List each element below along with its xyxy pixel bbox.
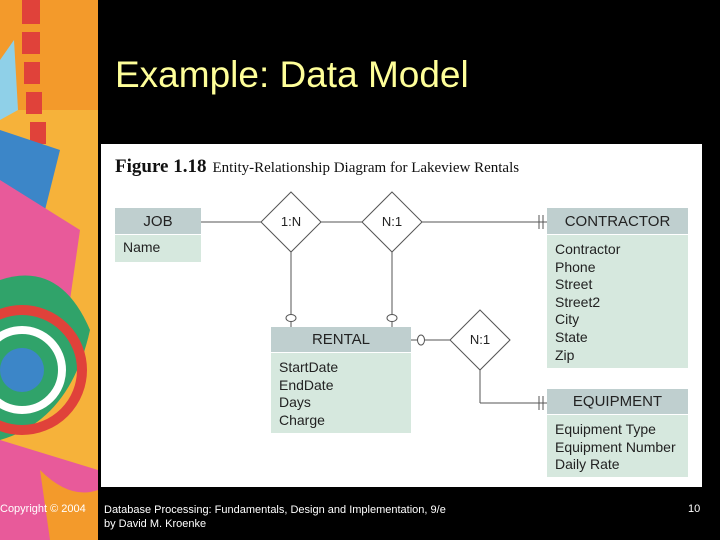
relationship-diamond-contractor-rental — [361, 191, 423, 253]
entity-rental-attributes: StartDate EndDate Days Charge — [271, 353, 411, 433]
entity-equipment: EQUIPMENT Equipment Type Equipment Numbe… — [547, 389, 688, 477]
entity-job: JOB Name — [115, 208, 201, 262]
entity-contractor-name: CONTRACTOR — [547, 208, 688, 235]
relationship-diamond-rental-equipment — [449, 309, 511, 371]
slide-title: Example: Data Model — [115, 54, 469, 95]
entity-attribute: Contractor — [555, 241, 621, 257]
entity-attribute: EndDate — [279, 376, 334, 393]
entity-equipment-name: EQUIPMENT — [547, 389, 688, 415]
entity-attribute: Zip — [555, 346, 575, 363]
er-diagram-figure: Figure 1.18 Entity-Relationship Diagram f… — [101, 144, 702, 487]
relationship-diamond-job-rental — [260, 191, 322, 253]
entity-rental: RENTAL StartDate EndDate Days Charge — [271, 327, 411, 433]
footer-book-credit: Database Processing: Fundamentals, Desig… — [104, 503, 446, 531]
entity-rental-name: RENTAL — [271, 327, 411, 353]
entity-contractor-attributes: Contractor Phone Street Street2 City Sta… — [547, 235, 688, 368]
entity-equipment-attributes: Equipment Type Equipment Number Daily Ra… — [547, 415, 688, 477]
entity-attribute: Phone — [555, 258, 596, 275]
entity-attribute: Equipment Type — [555, 421, 656, 437]
figure-caption: Figure 1.18 Entity-Relationship Diagram f… — [115, 156, 519, 178]
figure-number: Figure 1.18 — [115, 156, 207, 177]
relationship-label-job-rental: 1:N — [280, 214, 302, 229]
entity-attribute: State — [555, 328, 588, 345]
figure-caption-text: Entity-Relationship Diagram for Lakeview… — [212, 160, 520, 176]
footer-book-title: Database Processing: Fundamentals, Desig… — [104, 504, 446, 516]
entity-attribute: Street — [555, 276, 593, 293]
entity-attribute: StartDate — [279, 359, 339, 375]
slide-page-number: 10 — [688, 503, 701, 515]
relationship-label-rental-equipment: N:1 — [469, 332, 491, 347]
footer-copyright: Copyright © 2004 — [0, 503, 86, 515]
er-connector-lines — [191, 191, 547, 410]
entity-job-name: JOB — [115, 208, 201, 235]
decorative-artwork — [0, 0, 98, 540]
relationship-label-contractor-rental: N:1 — [381, 214, 403, 229]
entity-attribute: Name — [123, 239, 161, 255]
entity-attribute: Charge — [279, 411, 325, 428]
entity-attribute: Daily Rate — [555, 456, 620, 473]
entity-contractor: CONTRACTOR Contractor Phone Street Stree… — [547, 208, 688, 368]
entity-attribute: Days — [279, 394, 311, 411]
entity-job-attributes: Name — [115, 235, 201, 262]
entity-attribute: Street2 — [555, 293, 601, 310]
footer-book-author: by David M. Kroenke — [104, 518, 207, 530]
entity-attribute: Equipment Number — [555, 438, 676, 455]
entity-attribute: City — [555, 311, 580, 328]
